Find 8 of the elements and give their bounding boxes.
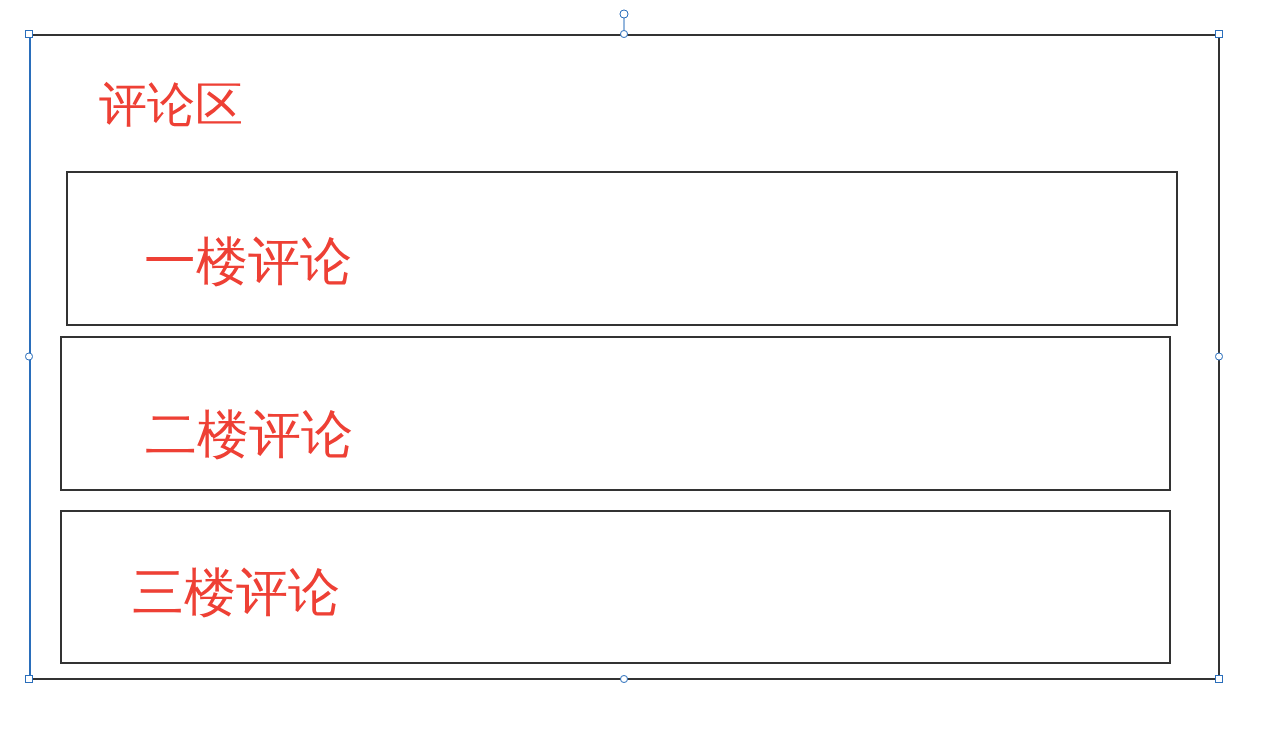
comment-box (66, 171, 1178, 326)
comment-label: 二楼评论 (145, 408, 353, 460)
comment-box (60, 336, 1171, 491)
comment-label: 三楼评论 (132, 566, 340, 618)
heading: 评论区 (99, 80, 243, 128)
container-box (29, 34, 1220, 680)
comment-label: 一楼评论 (144, 235, 352, 287)
comment-box (60, 510, 1171, 664)
